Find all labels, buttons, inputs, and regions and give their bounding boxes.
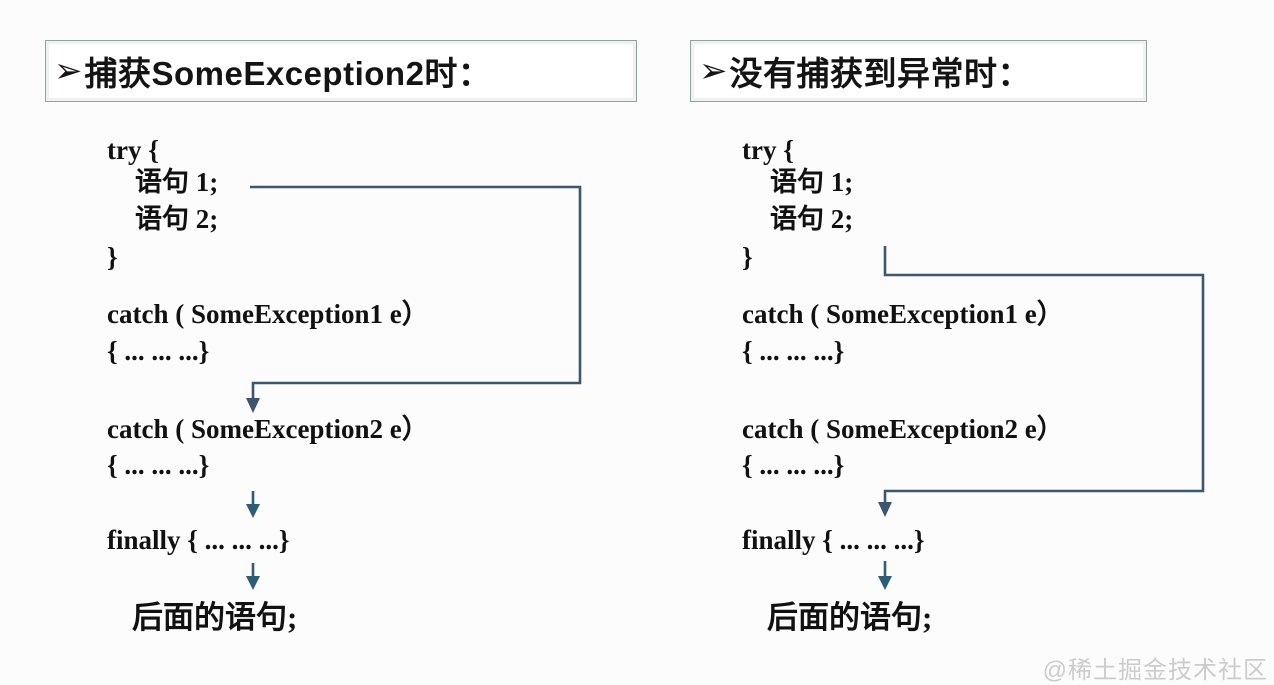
right-code-finally: finally { ... ... ...} — [742, 525, 925, 555]
left-title: 捕获SomeException2时： — [84, 55, 492, 92]
right-code-after-stmt: 后面的语句; — [767, 600, 933, 635]
right-code-catch1: catch ( SomeException1 e） — [742, 299, 1064, 329]
right-code-try-close: } — [742, 242, 753, 272]
right-flow-connector — [878, 246, 1205, 517]
right-code-try: try { — [742, 135, 794, 165]
left-code-stmt1: 语句 1; — [135, 167, 219, 197]
left-code-catch1: catch ( SomeException1 e） — [107, 299, 429, 329]
right-code-stmt1: 语句 1; — [770, 167, 854, 197]
watermark: @稀土掘金技术社区 — [1042, 657, 1268, 684]
arrowhead-bullet-icon: ➢ — [699, 52, 728, 90]
down-arrowhead-icon — [246, 504, 260, 518]
right-code-catch1-body: { ... ... ...} — [742, 336, 845, 366]
down-arrowhead-icon — [246, 576, 260, 590]
left-step-arrow-finally-to-after — [246, 563, 260, 590]
down-arrowhead-icon — [878, 576, 892, 590]
left-connector-line — [250, 185, 582, 401]
left-code-stmt2: 语句 2; — [135, 204, 219, 234]
right-title-box: ➢ 没有捕获到异常时： — [690, 40, 1147, 102]
left-step-arrow-catch2-to-finally — [246, 491, 260, 518]
left-code-catch2-body: { ... ... ...} — [107, 450, 210, 480]
left-code-finally: finally { ... ... ...} — [107, 525, 290, 555]
arrowhead-bullet-icon: ➢ — [54, 52, 83, 90]
right-step-arrow-finally-to-after — [878, 561, 892, 590]
right-code-stmt2: 语句 2; — [770, 204, 854, 234]
left-code-after-stmt: 后面的语句; — [132, 600, 298, 635]
left-connector-arrowhead-icon — [246, 398, 260, 413]
left-code-try: try { — [107, 135, 159, 165]
left-code-try-close: } — [107, 242, 118, 272]
left-code-catch1-body: { ... ... ...} — [107, 336, 210, 366]
left-code-catch2: catch ( SomeException2 e） — [107, 414, 429, 444]
right-connector-arrowhead-icon — [878, 502, 892, 517]
right-title: 没有捕获到异常时： — [729, 55, 1031, 92]
right-code-catch2-body: { ... ... ...} — [742, 450, 845, 480]
left-title-box: ➢ 捕获SomeException2时： — [45, 40, 637, 102]
right-connector-line — [883, 246, 1205, 505]
right-code-catch2: catch ( SomeException2 e） — [742, 414, 1064, 444]
